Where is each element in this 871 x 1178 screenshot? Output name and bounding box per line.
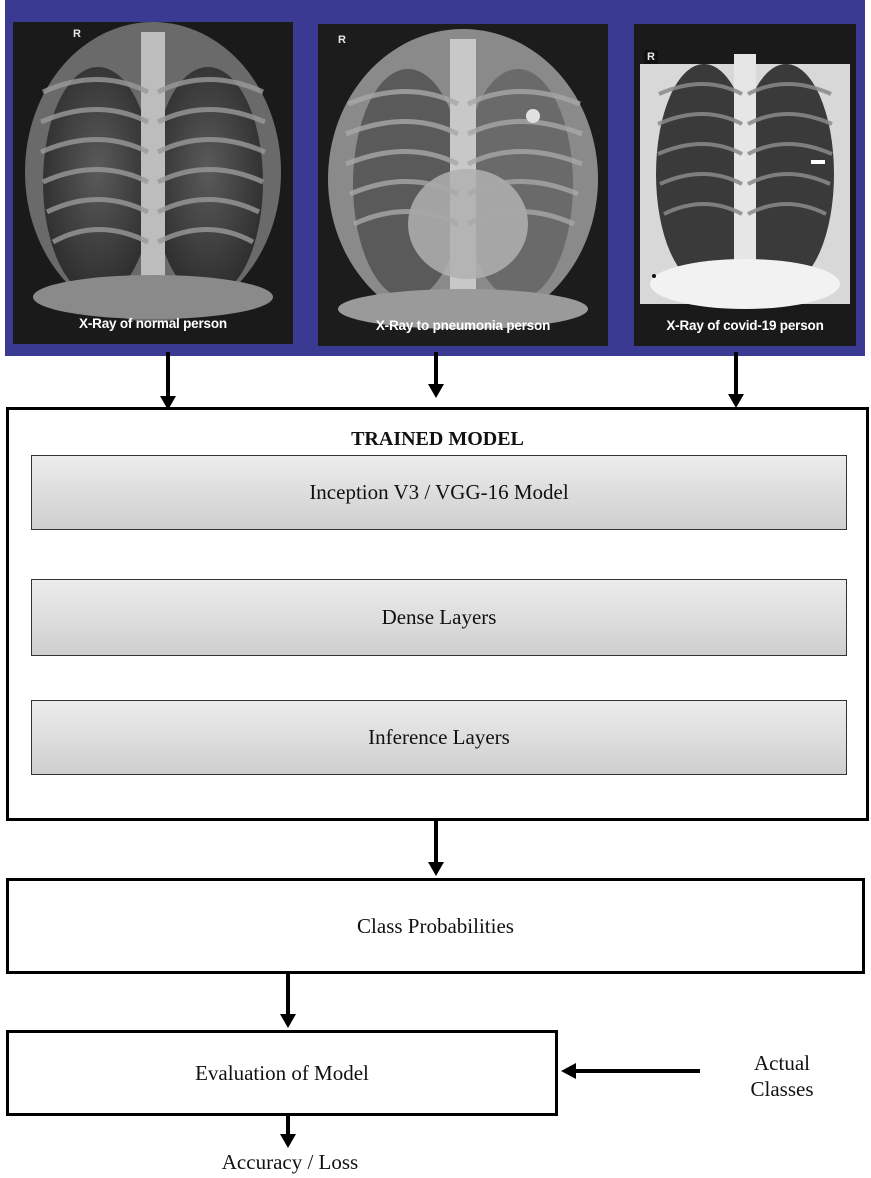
arrowhead-output <box>280 1134 296 1148</box>
arrowhead-normal <box>160 396 176 410</box>
arrowhead-pneumonia <box>428 384 444 398</box>
arrowhead-actual <box>561 1063 576 1079</box>
arrowhead-evaluation <box>280 1014 296 1028</box>
arrowhead-covid <box>728 394 744 408</box>
arrowhead-probabilities <box>428 862 444 876</box>
